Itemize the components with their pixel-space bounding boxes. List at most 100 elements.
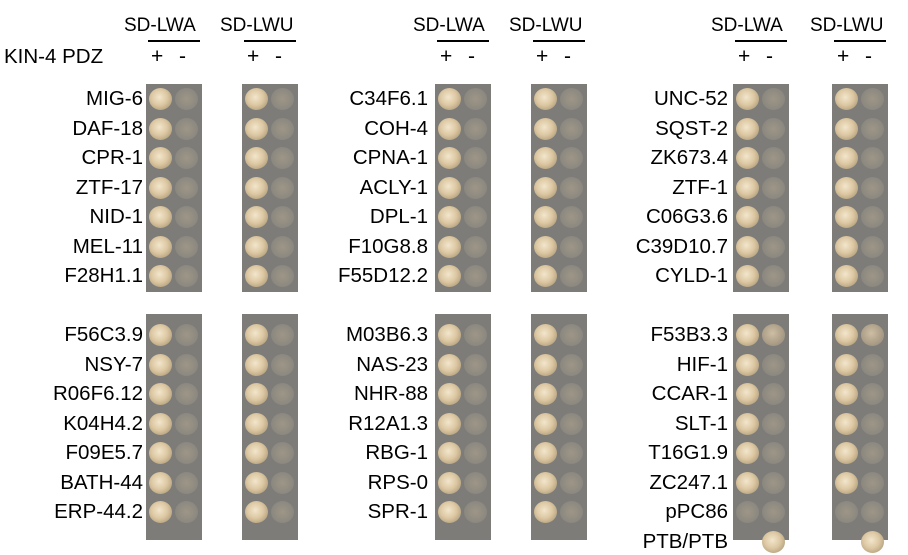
yeast-colony-spot — [762, 383, 785, 405]
yeast-colony-spot — [835, 531, 858, 553]
yeast-colony-spot — [245, 383, 268, 405]
yeast-colony-spot — [271, 235, 294, 258]
yeast-colony-spot — [175, 147, 198, 169]
construct-label: ACLY-1 — [359, 175, 428, 199]
yeast-colony-spot — [762, 147, 785, 169]
yeast-colony-spot — [861, 530, 884, 553]
yeast-colony-spot — [438, 117, 461, 140]
yeast-colony-spot — [736, 324, 759, 346]
yeast-colony-spot — [736, 88, 759, 110]
yeast-colony-spot — [835, 117, 858, 140]
yeast-colony-spot — [149, 442, 172, 464]
yeast-colony-spot — [438, 206, 461, 228]
header-underline — [244, 40, 296, 42]
yeast-colony-spot — [464, 442, 487, 464]
yeast-colony-spot — [835, 353, 858, 376]
yeast-colony-spot — [464, 117, 487, 140]
yeast-colony-spot — [271, 442, 294, 464]
yeast-colony-spot — [245, 206, 268, 228]
construct-label: F28H1.1 — [64, 264, 143, 287]
yeast-colony-spot — [149, 471, 172, 494]
yeast-colony-spot — [560, 353, 583, 376]
yeast-colony-spot — [271, 206, 294, 228]
yeast-colony-spot — [271, 117, 294, 140]
yeast-colony-spot — [560, 176, 583, 199]
yeast-colony-spot — [271, 265, 294, 287]
yeast-colony-spot — [245, 471, 268, 494]
yeast-colony-spot — [861, 471, 884, 494]
construct-label: CCAR-1 — [651, 382, 728, 405]
yeast-colony-spot — [464, 206, 487, 228]
yeast-colony-spot — [736, 147, 759, 169]
construct-label: F09E5.7 — [65, 441, 144, 464]
yeast-colony-spot — [245, 353, 268, 376]
sd-lwu-header-1: SD-LWU — [220, 15, 294, 36]
plus-sign: + — [440, 45, 453, 68]
minus-sign: - — [179, 45, 186, 68]
yeast-colony-spot — [149, 206, 172, 228]
yeast-colony-spot — [534, 88, 557, 110]
yeast-colony-spot — [560, 501, 583, 523]
yeast-colony-spot — [271, 88, 294, 110]
yeast-colony-spot — [762, 117, 785, 140]
yeast-colony-spot — [464, 471, 487, 494]
yeast-colony-spot — [438, 235, 461, 258]
sd-lwa-header-1: SD-LWA — [124, 15, 196, 36]
yeast-colony-spot — [149, 117, 172, 140]
yeast-colony-spot — [438, 265, 461, 287]
yeast-colony-spot — [560, 324, 583, 346]
yeast-colony-spot — [438, 353, 461, 376]
plus-sign: + — [247, 45, 260, 68]
minus-sign: - — [564, 45, 571, 68]
construct-label: MIG-6 — [86, 87, 143, 110]
yeast-colony-spot — [534, 412, 557, 435]
yeast-colony-spot — [245, 442, 268, 464]
yeast-colony-spot — [464, 324, 487, 346]
yeast-colony-spot — [861, 117, 884, 140]
construct-label: R12A1.3 — [348, 411, 428, 435]
yeast-colony-spot — [835, 324, 858, 346]
construct-label: ZK673.4 — [650, 146, 729, 169]
construct-label: C06G3.6 — [645, 205, 728, 228]
yeast-colony-spot — [560, 442, 583, 464]
sd-lwa-header-2: SD-LWA — [413, 15, 485, 36]
yeast-colony-spot — [534, 383, 557, 405]
yeast-colony-spot — [245, 265, 268, 287]
yeast-colony-spot — [762, 471, 785, 494]
construct-label: RBG-1 — [365, 441, 428, 464]
yeast-colony-spot — [464, 353, 487, 376]
yeast-colony-spot — [762, 442, 785, 464]
yeast-colony-spot — [271, 353, 294, 376]
header-underline — [834, 40, 886, 42]
construct-label: F53B3.3 — [650, 323, 729, 346]
construct-label: NID-1 — [89, 205, 143, 228]
yeast-colony-spot — [271, 501, 294, 523]
yeast-colony-spot — [560, 471, 583, 494]
yeast-colony-spot — [534, 324, 557, 346]
yeast-colony-spot — [438, 501, 461, 523]
yeast-colony-spot — [245, 501, 268, 523]
yeast-colony-spot — [175, 442, 198, 464]
yeast-colony-spot — [438, 147, 461, 169]
yeast-colony-spot — [835, 442, 858, 464]
yeast-colony-spot — [175, 88, 198, 110]
yeast-colony-spot — [861, 235, 884, 258]
header-underline — [533, 40, 585, 42]
construct-label: NAS-23 — [356, 352, 428, 376]
yeast-colony-spot — [175, 471, 198, 494]
yeast-colony-spot — [762, 353, 785, 376]
yeast-colony-spot — [534, 235, 557, 258]
yeast-colony-spot — [464, 383, 487, 405]
construct-label: DPL-1 — [369, 205, 428, 228]
yeast-colony-spot — [245, 117, 268, 140]
yeast-colony-spot — [175, 176, 198, 199]
plus-sign: + — [536, 45, 549, 68]
construct-label: BATH-44 — [60, 470, 143, 494]
yeast-colony-spot — [245, 176, 268, 199]
construct-label: UNC-52 — [653, 87, 728, 110]
yeast-colony-spot — [736, 206, 759, 228]
yeast-colony-spot — [271, 383, 294, 405]
yeast-colony-spot — [175, 501, 198, 523]
construct-label: CPR-1 — [81, 146, 143, 169]
yeast-colony-spot — [861, 501, 884, 523]
